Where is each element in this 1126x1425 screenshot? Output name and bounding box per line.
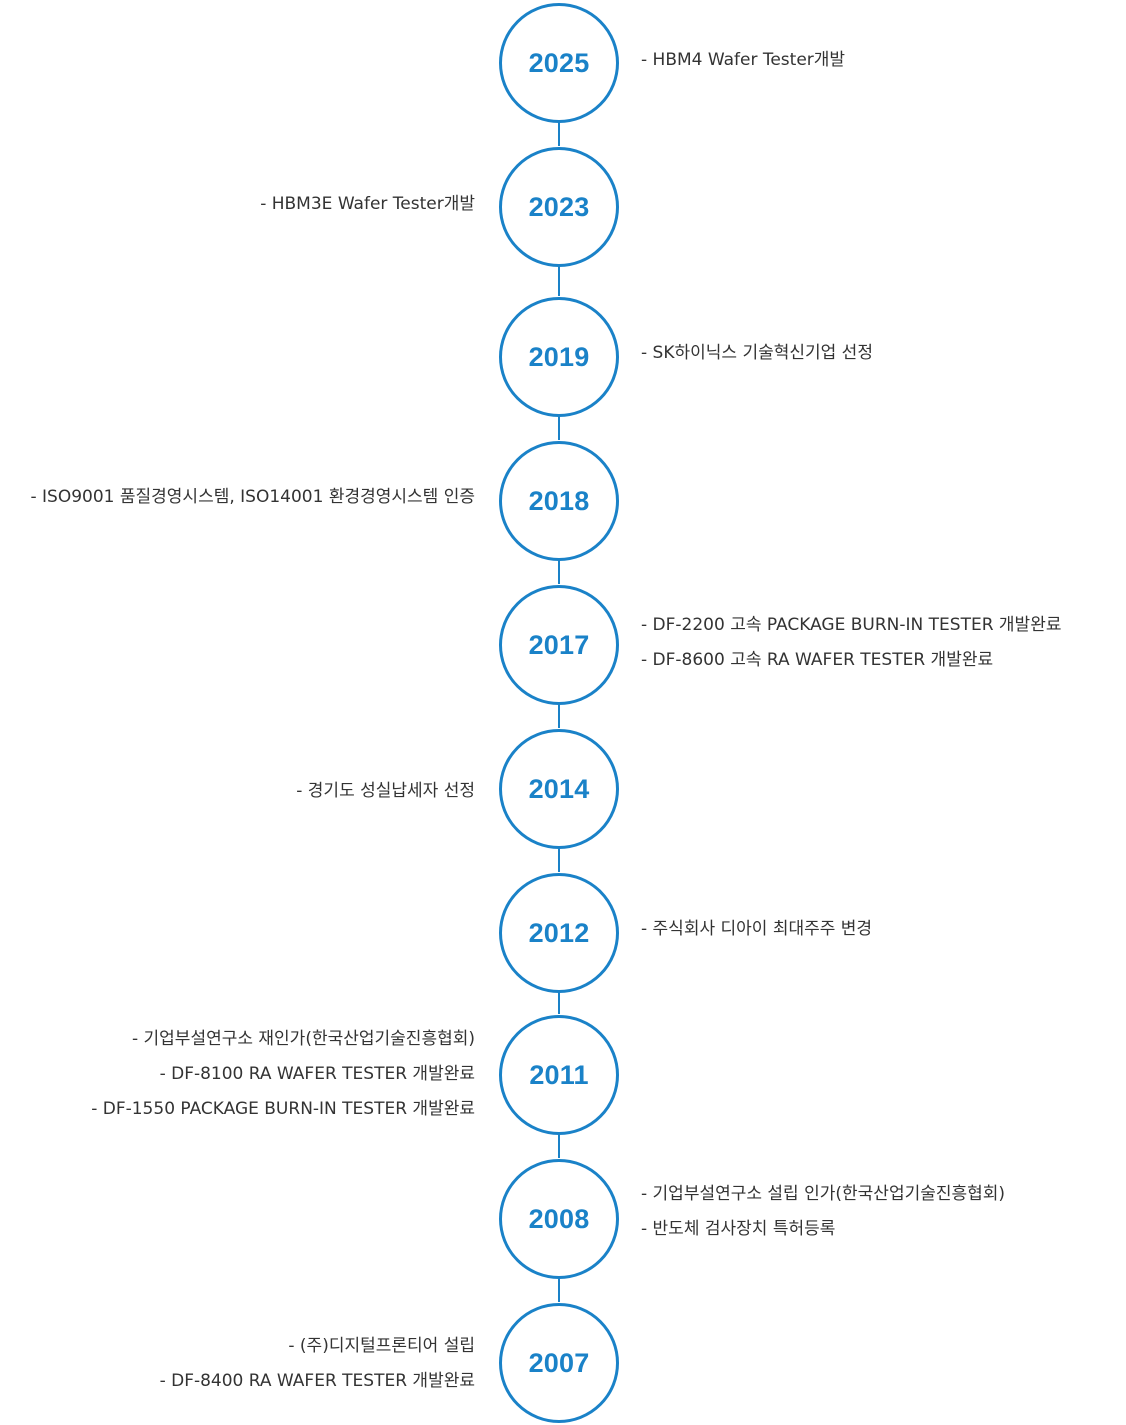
event-item: - (주)디지털프론티어 설립 [288,1336,475,1356]
event-item: - DF-8600 고속 RA WAFER TESTER 개발완료 [641,650,994,670]
timeline-connector [558,992,560,1014]
year-events: - HBM4 Wafer Tester개발 [641,43,1121,78]
event-item: - DF-8400 RA WAFER TESTER 개발완료 [159,1371,475,1391]
event-item: - 기업부설연구소 설립 인가(한국산업기술진흥협회) [641,1184,1006,1204]
timeline-connector [558,266,560,296]
timeline-connector [558,1134,560,1158]
year-badge: 2011 [499,1015,619,1135]
timeline-connector [558,848,560,872]
event-item: - 주식회사 디아이 최대주주 변경 [641,919,873,939]
event-item: - HBM4 Wafer Tester개발 [641,50,846,70]
timeline-connector [558,704,560,728]
year-events: - 주식회사 디아이 최대주주 변경 [641,912,1121,947]
event-item: - 경기도 성실납세자 선정 [296,781,475,801]
year-events: - ISO9001 품질경영시스템, ISO14001 환경경영시스템 인증 [0,480,475,515]
year-badge: 2017 [499,585,619,705]
year-badge: 2025 [499,3,619,123]
year-events: - DF-2200 고속 PACKAGE BURN-IN TESTER 개발완료… [641,608,1121,678]
year-badge: 2018 [499,441,619,561]
event-item: - 반도체 검사장치 특허등록 [641,1219,836,1239]
event-item: - SK하이닉스 기술혁신기업 선정 [641,343,873,363]
timeline-connector [558,416,560,440]
year-events: - 기업부설연구소 설립 인가(한국산업기술진흥협회) - 반도체 검사장치 특… [641,1177,1121,1247]
event-item: - DF-2200 고속 PACKAGE BURN-IN TESTER 개발완료 [641,615,1062,635]
year-events: - HBM3E Wafer Tester개발 [0,187,475,222]
timeline-connector [558,1278,560,1302]
year-badge: 2008 [499,1159,619,1279]
year-badge: 2023 [499,147,619,267]
timeline-connector [558,560,560,584]
year-badge: 2007 [499,1303,619,1423]
timeline-connector [558,122,560,146]
event-item: - ISO9001 품질경영시스템, ISO14001 환경경영시스템 인증 [30,487,475,507]
year-events: - 경기도 성실납세자 선정 [0,774,475,809]
event-item: - 기업부설연구소 재인가(한국산업기술진흥협회) [131,1029,475,1049]
event-item: - HBM3E Wafer Tester개발 [260,194,475,214]
year-events: - (주)디지털프론티어 설립 - DF-8400 RA WAFER TESTE… [0,1329,475,1399]
year-badge: 2012 [499,873,619,993]
year-events: - 기업부설연구소 재인가(한국산업기술진흥협회) - DF-8100 RA W… [0,1022,475,1127]
event-item: - DF-1550 PACKAGE BURN-IN TESTER 개발완료 [91,1099,475,1119]
year-events: - SK하이닉스 기술혁신기업 선정 [641,336,1121,371]
year-badge: 2014 [499,729,619,849]
year-badge: 2019 [499,297,619,417]
event-item: - DF-8100 RA WAFER TESTER 개발완료 [159,1064,475,1084]
